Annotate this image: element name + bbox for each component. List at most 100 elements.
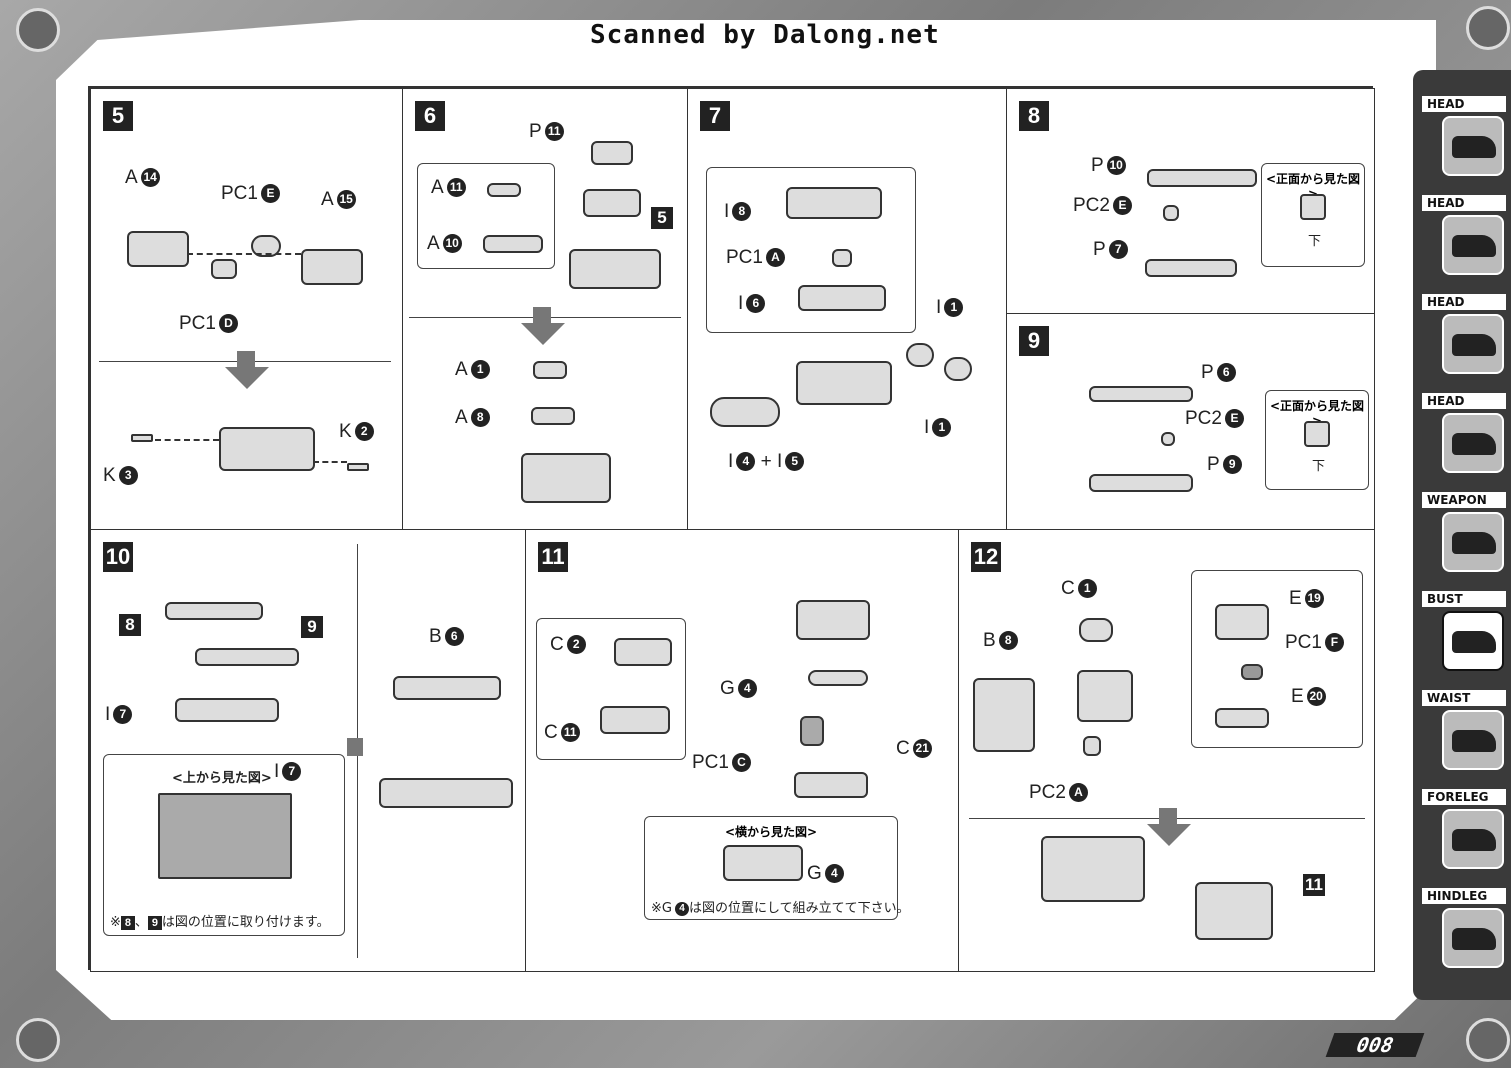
down-arrow-icon: [521, 323, 565, 345]
assembly-guide: [155, 439, 219, 441]
step-reference: 8: [119, 614, 141, 636]
sidebar-tab-label: HEAD: [1422, 393, 1506, 409]
sidebar-tab-label: WAIST: [1422, 690, 1506, 706]
part-drawing: [1083, 736, 1101, 756]
front-view-inset: <正面から見た図> 下: [1261, 163, 1365, 267]
corner-bolt-icon: [1466, 6, 1510, 50]
sidebar-tab-bust[interactable]: BUST: [1422, 591, 1511, 683]
assembly-guide: [187, 253, 301, 255]
sidebar-tab-label: FORELEG: [1422, 789, 1506, 805]
section-thumbnail-icon: [1442, 413, 1504, 473]
part-drawing: [347, 463, 369, 471]
section-thumbnail-icon: [1442, 215, 1504, 275]
section-thumbnail-icon: [1442, 512, 1504, 572]
sidebar-tab-label: HINDLEG: [1422, 888, 1506, 904]
sidebar-tab-hindleg[interactable]: HINDLEG: [1422, 888, 1511, 980]
page-number: 008: [1325, 1033, 1425, 1057]
part-drawing: [794, 772, 868, 798]
sidebar-tab-head[interactable]: HEAD: [1422, 393, 1511, 485]
part-drawing: [533, 361, 567, 379]
part-drawing: [195, 648, 299, 666]
part-drawing: [211, 259, 237, 279]
part-drawing: [379, 778, 513, 808]
step-number: 6: [415, 101, 445, 131]
part-drawing: [1300, 194, 1326, 220]
part-drawing: [614, 638, 672, 666]
detail-inset: [1191, 570, 1363, 748]
part-drawing: [796, 600, 870, 640]
sidebar-tab-foreleg[interactable]: FORELEG: [1422, 789, 1511, 881]
part-drawing: [127, 231, 189, 267]
part-drawing: [786, 187, 882, 219]
part-drawing: [1304, 421, 1330, 447]
part-drawing: [1147, 169, 1257, 187]
part-drawing: [1215, 708, 1269, 728]
part-drawing: [521, 453, 611, 503]
part-drawing: [1241, 664, 1263, 680]
part-drawing: [1041, 836, 1145, 902]
sidebar-tab-head[interactable]: HEAD: [1422, 195, 1511, 287]
sidebar-tab-label: BUST: [1422, 591, 1506, 607]
sidebar-tab-head[interactable]: HEAD: [1422, 294, 1511, 386]
view-title: <上から見た図>: [172, 771, 272, 786]
step-number: 11: [538, 542, 568, 572]
part-drawing: [906, 343, 934, 367]
part-drawing: [301, 249, 363, 285]
step-number: 10: [103, 542, 133, 572]
part-drawing: [944, 357, 972, 381]
next-arrow: [237, 351, 255, 367]
sidebar-tab-head[interactable]: HEAD: [1422, 96, 1511, 188]
part-drawing: [832, 249, 852, 267]
part-drawing: [487, 183, 521, 197]
sidebar-tab-waist[interactable]: WAIST: [1422, 690, 1511, 782]
next-arrow: [1159, 808, 1177, 824]
step-number: 7: [700, 101, 730, 131]
part-drawing: [591, 141, 633, 165]
part-drawing: [1161, 432, 1175, 446]
part-drawing: [796, 361, 892, 405]
step-number: 8: [1019, 101, 1049, 131]
corner-bolt-icon: [16, 8, 60, 52]
part-drawing: [219, 427, 315, 471]
step-reference: 11: [1303, 874, 1325, 896]
next-arrow: [533, 307, 551, 323]
part-drawing: [723, 845, 803, 881]
part-drawing: [600, 706, 670, 734]
corner-bolt-icon: [1466, 1018, 1510, 1062]
sidebar-tab-weapon[interactable]: WEAPON: [1422, 492, 1511, 584]
part-drawing: [393, 676, 501, 700]
part-drawing: [583, 189, 641, 217]
section-thumbnail-icon: [1442, 908, 1504, 968]
scanned-by-watermark: Scanned by Dalong.net: [590, 20, 940, 50]
part-drawing: [973, 678, 1035, 752]
sidebar-tab-label: HEAD: [1422, 294, 1506, 310]
part-drawing: [569, 249, 661, 289]
